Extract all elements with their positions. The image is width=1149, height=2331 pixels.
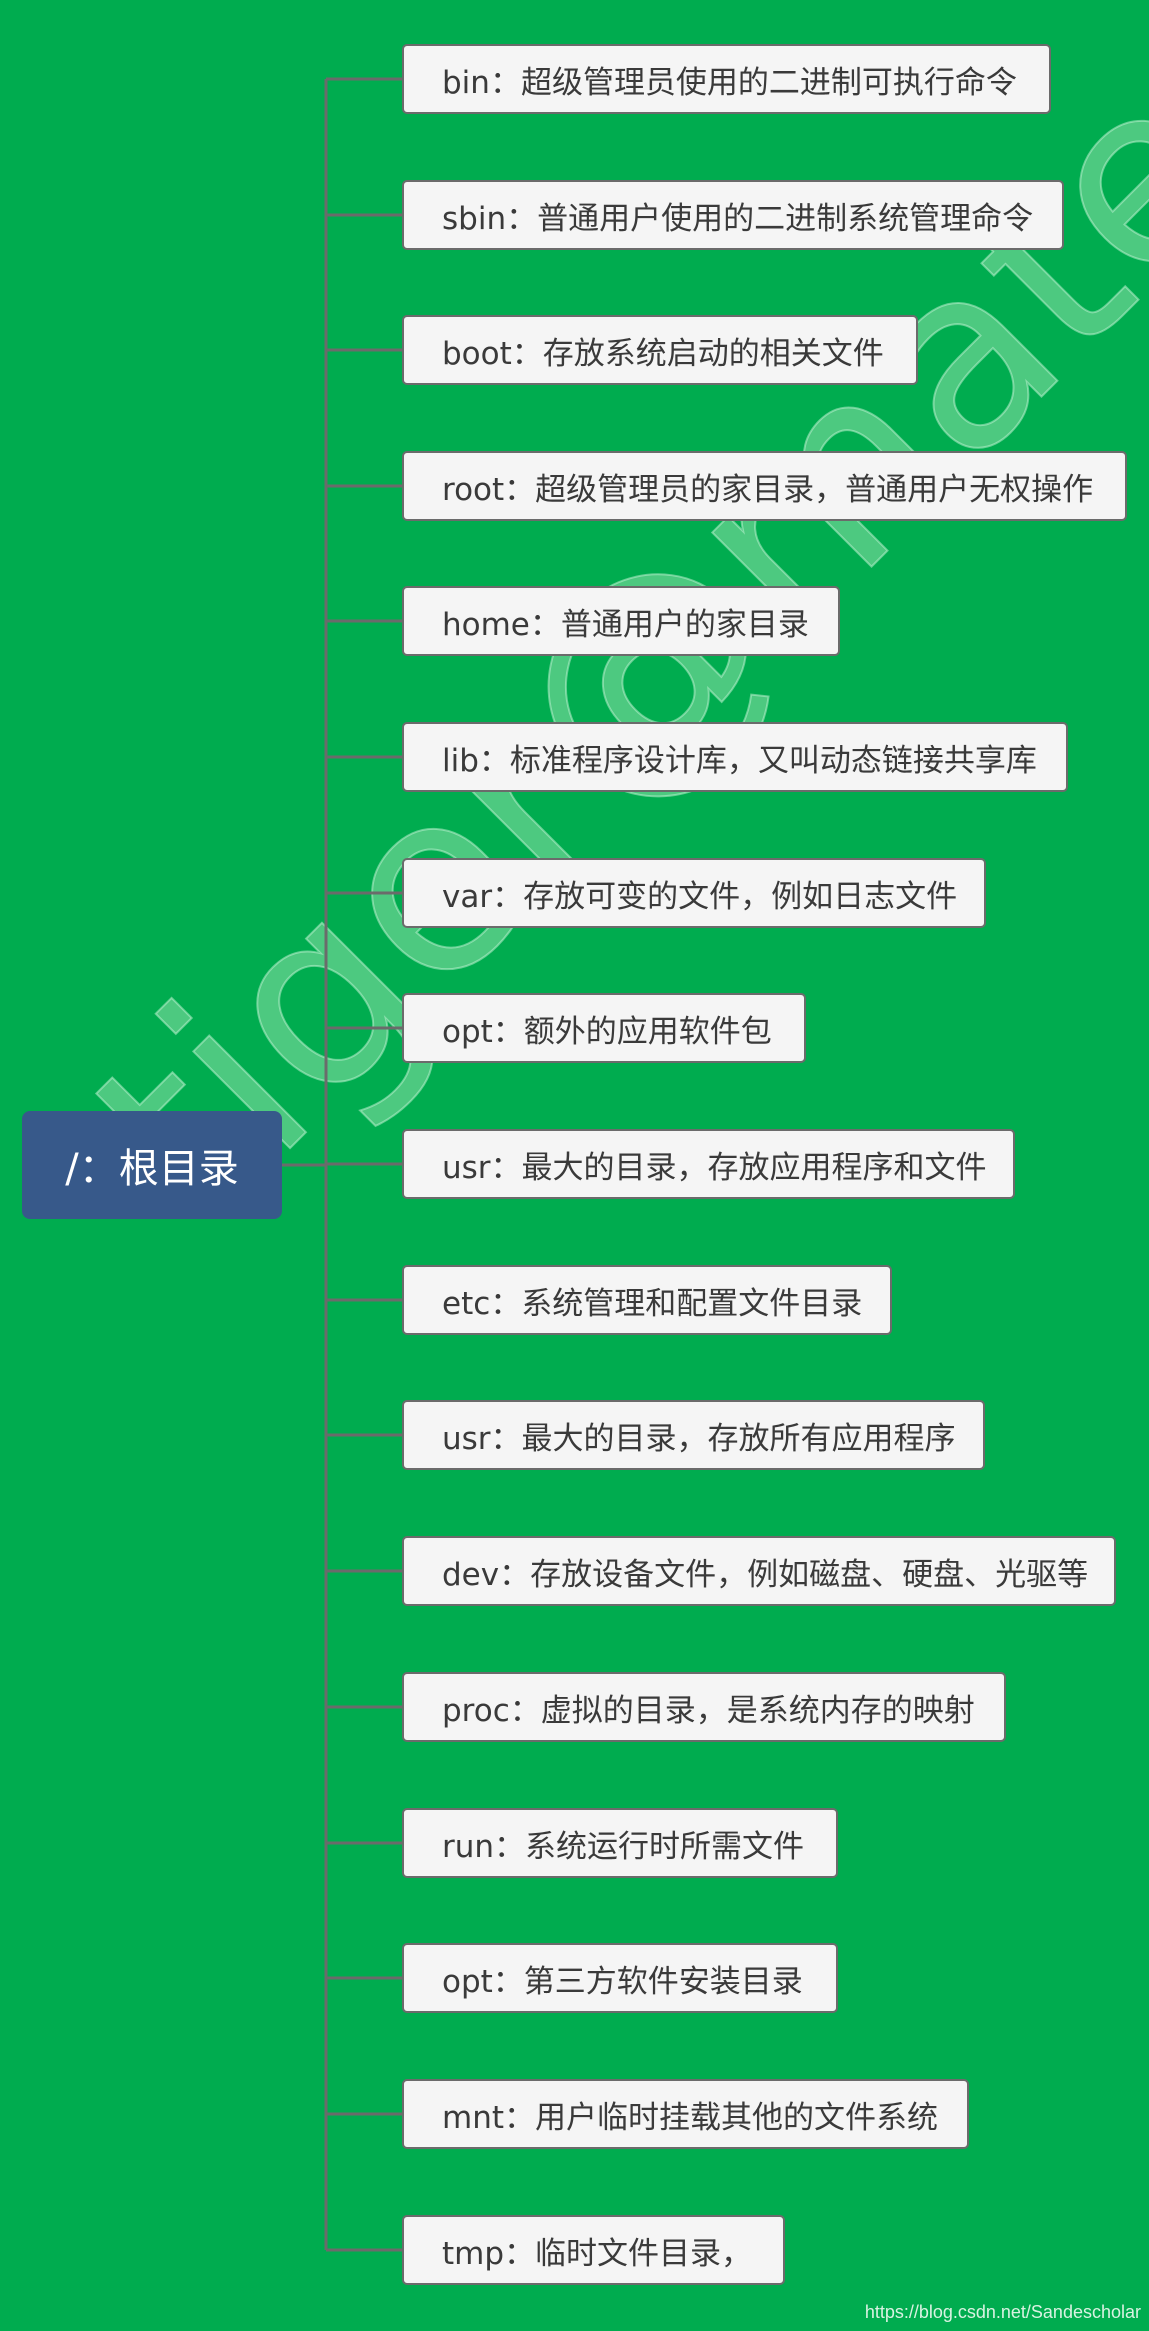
child-node[interactable]: home：普通用户的家目录: [402, 586, 840, 656]
child-node-label: boot：存放系统启动的相关文件: [442, 335, 884, 372]
child-node-label: lib：标准程序设计库，又叫动态链接共享库: [442, 742, 1037, 779]
child-node[interactable]: root：超级管理员的家目录，普通用户无权操作: [402, 451, 1127, 521]
child-node-label: proc：虚拟的目录，是系统内存的映射: [442, 1692, 975, 1729]
child-node-label: usr：最大的目录，存放应用程序和文件: [442, 1149, 987, 1186]
child-node-label: home：普通用户的家目录: [442, 606, 809, 643]
child-node-label: opt：额外的应用软件包: [442, 1013, 772, 1050]
child-node-label: tmp：临时文件目录，: [442, 2235, 753, 2272]
child-node[interactable]: var：存放可变的文件，例如日志文件: [402, 858, 986, 928]
root-node-label: /：根目录: [65, 1146, 239, 1192]
root-node[interactable]: /：根目录: [22, 1111, 282, 1219]
child-node-label: root：超级管理员的家目录，普通用户无权操作: [442, 471, 1094, 508]
child-node-label: etc：系统管理和配置文件目录: [442, 1285, 863, 1322]
child-node[interactable]: boot：存放系统启动的相关文件: [402, 315, 918, 385]
child-node[interactable]: lib：标准程序设计库，又叫动态链接共享库: [402, 722, 1068, 792]
child-node[interactable]: mnt：用户临时挂载其他的文件系统: [402, 2079, 969, 2149]
child-node-label: opt：第三方软件安装目录: [442, 1963, 803, 2000]
child-node[interactable]: dev：存放设备文件，例如磁盘、硬盘、光驱等: [402, 1536, 1116, 1606]
child-node[interactable]: usr：最大的目录，存放应用程序和文件: [402, 1129, 1015, 1199]
child-node-label: dev：存放设备文件，例如磁盘、硬盘、光驱等: [442, 1556, 1089, 1593]
child-node-label: var：存放可变的文件，例如日志文件: [442, 878, 958, 915]
source-credit: https://blog.csdn.net/Sandescholar: [864, 2302, 1141, 2322]
child-node[interactable]: proc：虚拟的目录，是系统内存的映射: [402, 1672, 1006, 1742]
child-node-label: usr：最大的目录，存放所有应用程序: [442, 1420, 956, 1457]
child-node-label: run：系统运行时所需文件: [442, 1828, 805, 1865]
child-node[interactable]: etc：系统管理和配置文件目录: [402, 1265, 892, 1335]
child-node-label: mnt：用户临时挂载其他的文件系统: [442, 2099, 938, 2136]
child-node[interactable]: opt：第三方软件安装目录: [402, 1943, 838, 2013]
child-node[interactable]: bin：超级管理员使用的二进制可执行命令: [402, 44, 1051, 114]
child-node-label: sbin：普通用户使用的二进制系统管理命令: [442, 200, 1034, 237]
child-node[interactable]: sbin：普通用户使用的二进制系统管理命令: [402, 180, 1064, 250]
child-node[interactable]: opt：额外的应用软件包: [402, 993, 806, 1063]
child-node-label: bin：超级管理员使用的二进制可执行命令: [442, 64, 1017, 101]
child-node[interactable]: usr：最大的目录，存放所有应用程序: [402, 1400, 985, 1470]
child-node[interactable]: tmp：临时文件目录，: [402, 2215, 785, 2285]
child-node[interactable]: run：系统运行时所需文件: [402, 1808, 838, 1878]
